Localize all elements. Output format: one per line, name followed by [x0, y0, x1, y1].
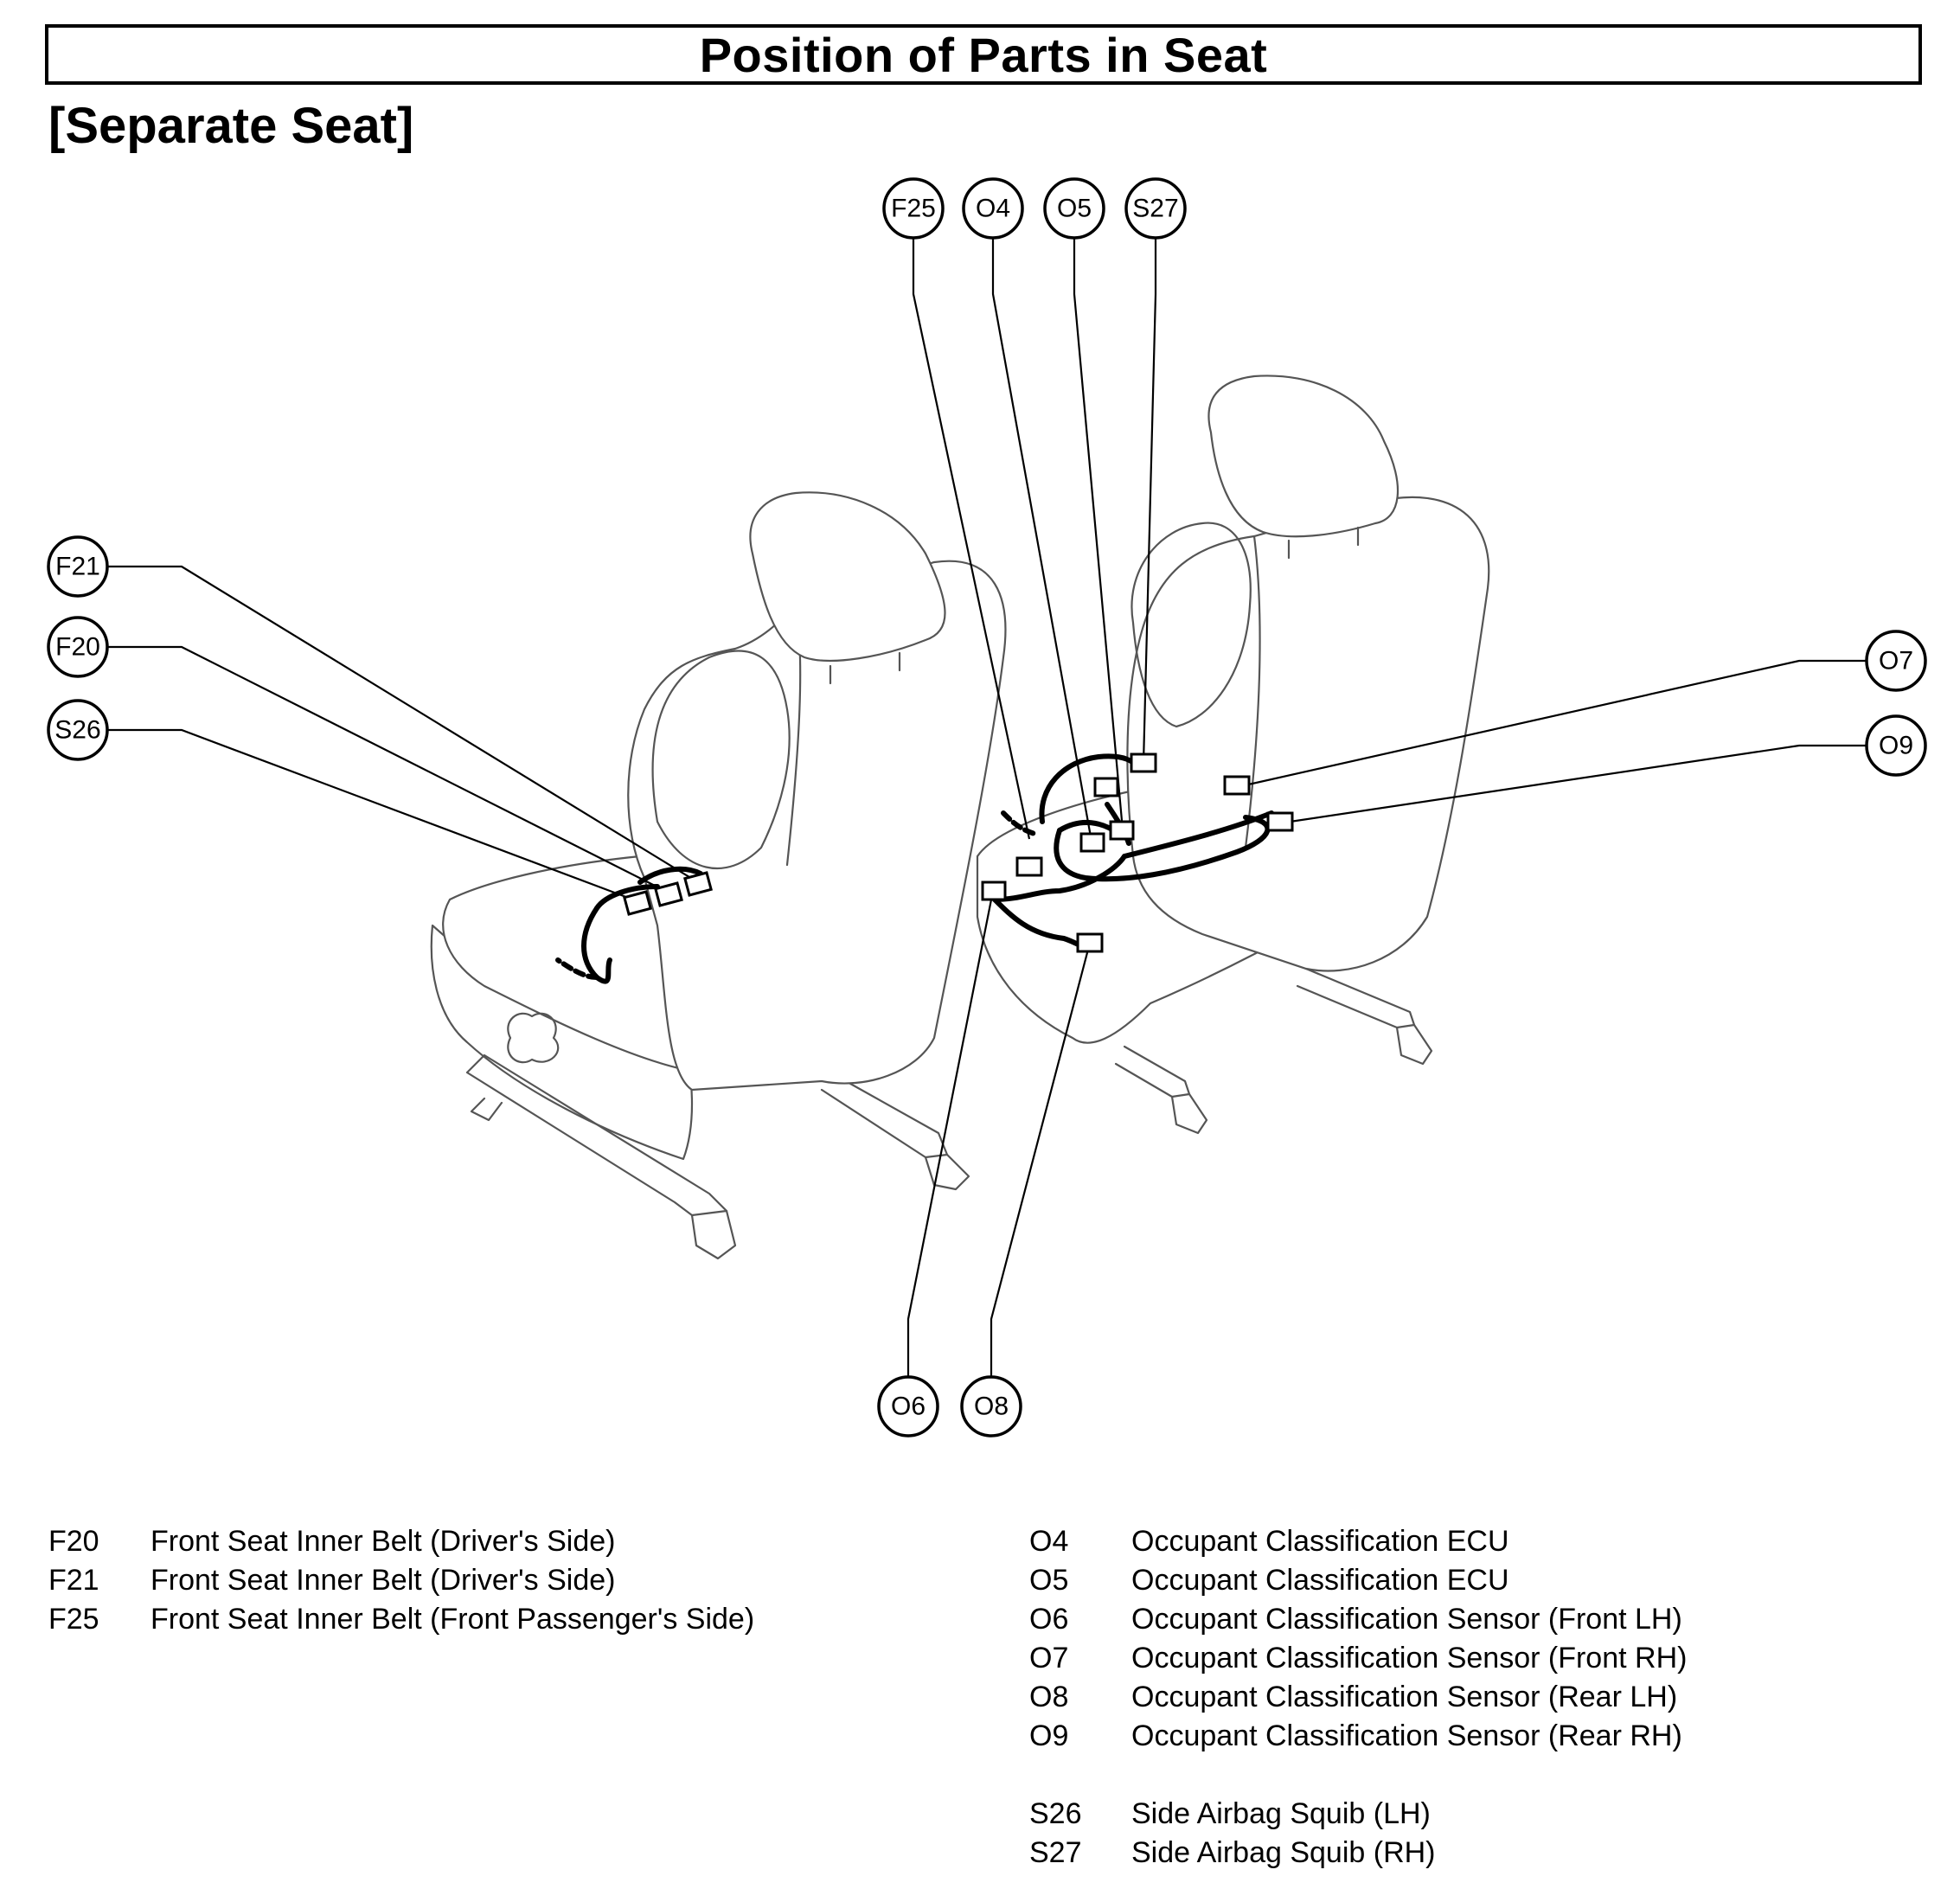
callout-label-f20: F20: [55, 633, 100, 662]
legend-spacer: [1029, 1756, 1687, 1795]
leader-lines: [106, 234, 1867, 1377]
callout-label-o4: O4: [976, 195, 1010, 223]
legend-description: Occupant Classification ECU: [1131, 1564, 1509, 1597]
connector-o6: [981, 880, 1007, 901]
callout-o4: O4: [962, 177, 1024, 240]
legend-code: O9: [1029, 1719, 1069, 1752]
connector-f21: [683, 871, 713, 897]
connector-o8: [1076, 932, 1104, 953]
legend-description: Front Seat Inner Belt (Driver's Side): [151, 1525, 616, 1558]
legend-code: O4: [1029, 1525, 1069, 1558]
legend-description: Occupant Classification Sensor (Front LH…: [1131, 1603, 1682, 1636]
legend-row: S27 Side Airbag Squib (RH): [1029, 1834, 1687, 1873]
legend-description: Occupant Classification ECU: [1131, 1525, 1509, 1558]
connector-o5: [1109, 820, 1135, 841]
left-seat-drawing: [430, 491, 1007, 1260]
connector-o7: [1223, 775, 1251, 796]
connector-o9: [1266, 811, 1294, 832]
legend-row: F20 Front Seat Inner Belt (Driver's Side…: [48, 1522, 754, 1561]
callout-o8: O8: [960, 1375, 1022, 1438]
callout-o6: O6: [877, 1375, 939, 1438]
legend-description: Side Airbag Squib (LH): [1131, 1797, 1431, 1830]
callout-label-o8: O8: [974, 1393, 1009, 1421]
connector-f20: [654, 881, 683, 907]
callout-label-o5: O5: [1057, 195, 1092, 223]
legend-code: S27: [1029, 1836, 1082, 1869]
legend-code: O5: [1029, 1564, 1069, 1597]
callout-label-s27: S27: [1132, 195, 1178, 223]
connector-o5b: [1093, 777, 1119, 797]
connector-o4: [1079, 832, 1105, 853]
legend-description: Front Seat Inner Belt (Front Passenger's…: [151, 1603, 755, 1636]
legend-description: Side Airbag Squib (RH): [1131, 1836, 1436, 1869]
legend-description: Front Seat Inner Belt (Driver's Side): [151, 1564, 616, 1597]
legend-row: O7 Occupant Classification Sensor (Front…: [1029, 1639, 1687, 1678]
callout-label-f25: F25: [891, 195, 936, 223]
right-seat-drawing: [976, 375, 1490, 1135]
legend-code: S26: [1029, 1797, 1082, 1830]
title-box: Position of Parts in Seat: [45, 24, 1922, 85]
legend-row: O9 Occupant Classification Sensor (Rear …: [1029, 1717, 1687, 1756]
legend-description: Occupant Classification Sensor (Front RH…: [1131, 1642, 1688, 1674]
legend-code: F21: [48, 1564, 99, 1597]
legend-code: O7: [1029, 1642, 1069, 1674]
callout-s27: S27: [1124, 177, 1187, 240]
legend-row: F25 Front Seat Inner Belt (Front Passeng…: [48, 1600, 754, 1639]
legend-row: F21 Front Seat Inner Belt (Driver's Side…: [48, 1561, 754, 1600]
callout-s26: S26: [47, 699, 109, 761]
legend-left: F20 Front Seat Inner Belt (Driver's Side…: [48, 1522, 754, 1639]
legend-row: O6 Occupant Classification Sensor (Front…: [1029, 1600, 1687, 1639]
callout-label-o9: O9: [1879, 732, 1913, 760]
callout-label-o6: O6: [891, 1393, 926, 1421]
legend-description: Occupant Classification Sensor (Rear RH): [1131, 1719, 1682, 1752]
legend-right: O4 Occupant Classification ECU O5 Occupa…: [1029, 1522, 1687, 1873]
legend-code: O8: [1029, 1681, 1069, 1713]
connectors: [623, 752, 1294, 953]
legend-row: O5 Occupant Classification ECU: [1029, 1561, 1687, 1600]
callout-f20: F20: [47, 616, 109, 678]
callout-o7: O7: [1865, 630, 1927, 692]
legend-code: O6: [1029, 1603, 1069, 1636]
legend-code: F25: [48, 1603, 99, 1636]
connector-f25: [1015, 856, 1043, 877]
legend-row: S26 Side Airbag Squib (LH): [1029, 1795, 1687, 1834]
callout-f21: F21: [47, 535, 109, 598]
legend-code: F20: [48, 1525, 99, 1558]
callout-f25: F25: [882, 177, 945, 240]
page-subtitle: [Separate Seat]: [48, 98, 414, 154]
legend-description: Occupant Classification Sensor (Rear LH): [1131, 1681, 1678, 1713]
connector-s27: [1130, 752, 1157, 773]
legend-row: O8 Occupant Classification Sensor (Rear …: [1029, 1678, 1687, 1717]
callout-o9: O9: [1865, 714, 1927, 777]
connector-s26: [623, 890, 652, 916]
callout-label-o7: O7: [1879, 647, 1913, 676]
page-title: Position of Parts in Seat: [699, 27, 1268, 82]
callout-label-f21: F21: [55, 553, 100, 581]
callout-label-s26: S26: [54, 716, 100, 745]
legend-row: O4 Occupant Classification ECU: [1029, 1522, 1687, 1561]
callout-o5: O5: [1043, 177, 1105, 240]
